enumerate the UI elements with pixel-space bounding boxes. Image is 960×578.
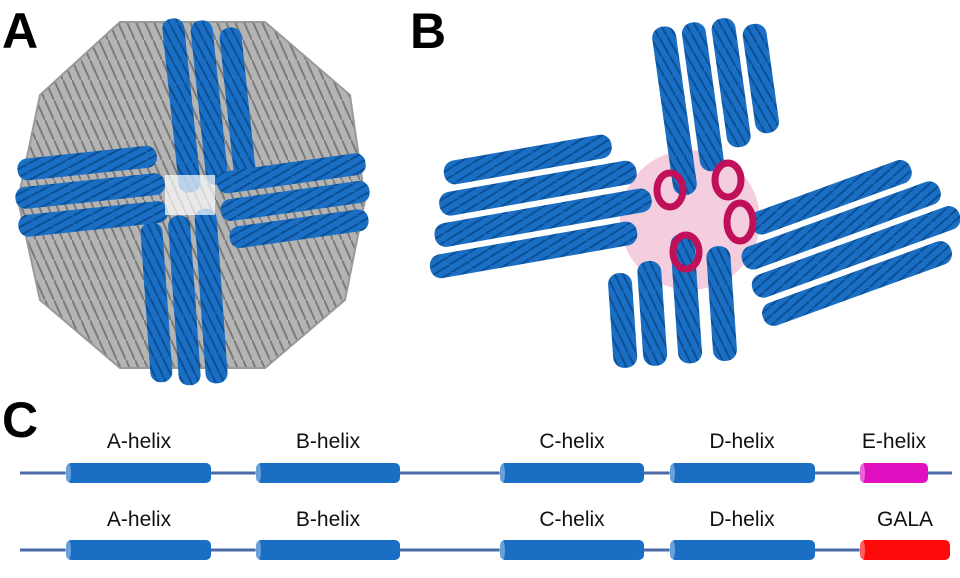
channel-left-bundle <box>429 134 652 279</box>
helix-cylinder-c-helix <box>500 463 644 483</box>
helix-cylinder-end-cap <box>65 540 71 560</box>
helix-cylinder-end-cap <box>859 540 865 560</box>
helix-cylinder-end-cap <box>669 463 675 483</box>
construct-2-label-gala: GALA <box>876 508 934 531</box>
helix-cylinder-a-helix <box>66 463 211 483</box>
construct-2-label-d: D-helix <box>709 508 775 531</box>
helix-cylinder-a-helix <box>66 540 211 560</box>
construct-2-label-b: B-helix <box>295 508 361 531</box>
channel-top-bundle <box>652 18 779 196</box>
construct-1-label-c: C-helix <box>539 430 605 453</box>
construct-1-label-e: E-helix <box>861 430 927 453</box>
helix-cylinder-end-cap <box>499 540 505 560</box>
helix-cylinder-d-helix <box>670 540 815 560</box>
helix-cylinder-end-cap <box>65 463 71 483</box>
helix-cylinder-c-helix <box>500 540 644 560</box>
panel-a-cage-structure <box>15 18 370 386</box>
cage-bottom-bundle <box>140 208 228 386</box>
helix-cylinder-end-cap <box>669 540 675 560</box>
helix-cylinder-end-cap <box>859 463 865 483</box>
panel-c-constructs <box>20 463 952 560</box>
cage-right-bundle <box>216 153 370 249</box>
channel-right-bundle <box>741 159 960 326</box>
panel-label-a: A <box>2 3 39 59</box>
construct-1-label-a: A-helix <box>106 430 172 453</box>
helix-cylinder-b-helix <box>256 463 400 483</box>
helix-cylinder-b-helix <box>256 540 400 560</box>
cage-left-bundle <box>15 145 168 237</box>
cage-top-bundle <box>162 18 256 193</box>
panel-b-channel-structure <box>429 18 960 368</box>
construct-2-label-a: A-helix <box>106 508 172 531</box>
helix-cylinder-end-cap <box>255 540 261 560</box>
helix-cylinder-d-helix <box>670 463 815 483</box>
panel-label-b: B <box>410 3 447 59</box>
helix-cylinder-end-cap <box>255 463 261 483</box>
construct-1-label-b: B-helix <box>295 430 361 453</box>
construct-1-label-d: D-helix <box>709 430 775 453</box>
helix-cylinder-gala <box>860 540 950 560</box>
pore-helices <box>653 159 757 273</box>
helix-cylinder-e-helix <box>860 463 928 483</box>
helix-cylinder-end-cap <box>499 463 505 483</box>
construct-2-label-c: C-helix <box>539 508 605 531</box>
panel-label-c: C <box>2 392 39 448</box>
